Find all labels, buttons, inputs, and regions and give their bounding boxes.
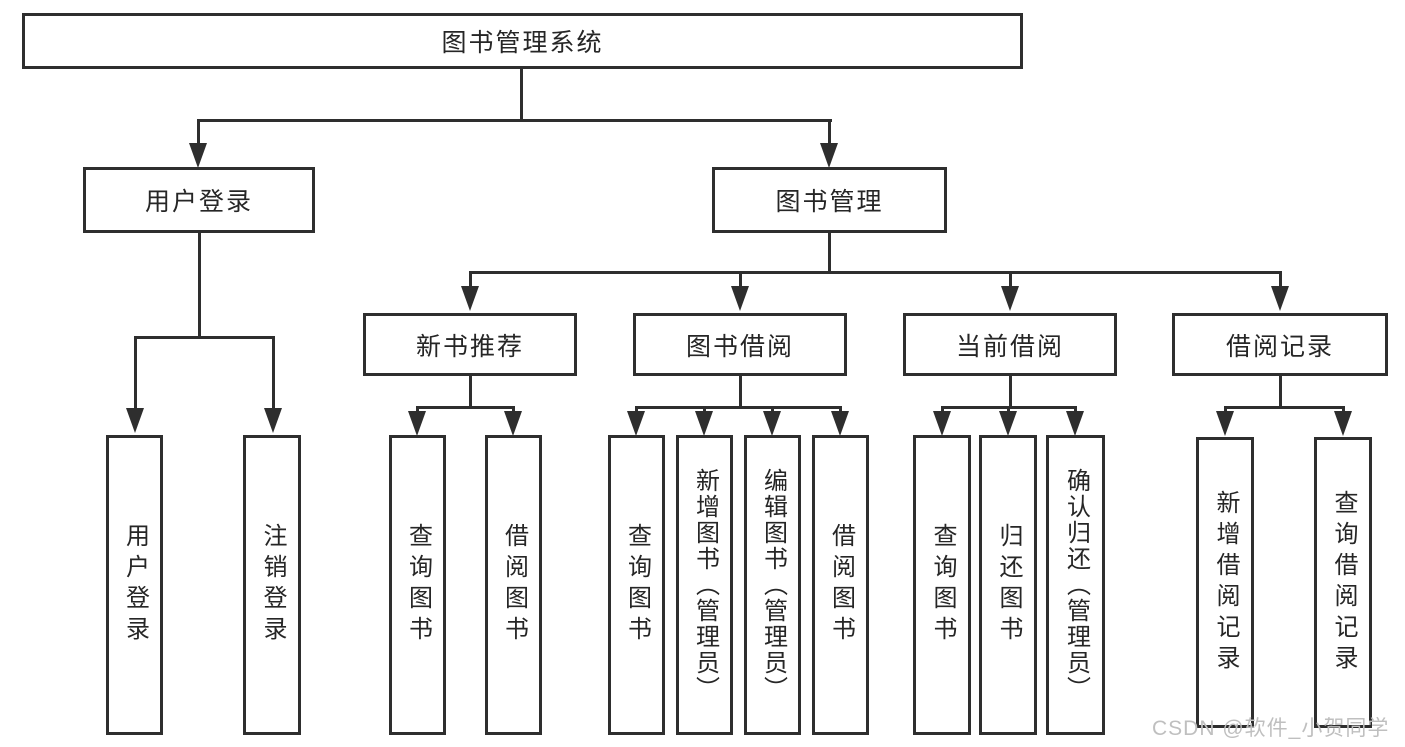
leaf-add-books-admin-label: 新增图书（管理员） <box>691 468 719 702</box>
arrowhead-down <box>408 411 426 436</box>
leaf-query-books-1: 查询图书 <box>389 435 446 735</box>
connector-stem <box>839 406 842 414</box>
connector-root-trunk <box>520 69 523 119</box>
connector-stem <box>1224 406 1227 414</box>
arrowhead-down <box>1216 411 1234 436</box>
connector-stem <box>1074 406 1077 414</box>
connector-user-login-trunk <box>198 233 201 336</box>
leaf-query-books-2: 查询图书 <box>608 435 665 735</box>
connector-book-borrow-split <box>635 406 842 409</box>
connector-stem-book-mgmt <box>828 119 831 145</box>
node-borrowing-records: 借阅记录 <box>1172 313 1388 376</box>
connector-stem <box>703 406 706 414</box>
arrowhead-down <box>461 286 479 311</box>
connector-stem <box>771 406 774 414</box>
arrowhead-down <box>731 286 749 311</box>
leaf-edit-books-admin-label: 编辑图书（管理员） <box>759 468 787 702</box>
connector-current-borrow-trunk <box>1009 376 1012 408</box>
leaf-logout-label: 注销登录 <box>259 523 286 647</box>
connector-stem <box>416 406 419 414</box>
node-book-borrowing-label: 图书借阅 <box>685 332 794 361</box>
connector-book-mgmt-split <box>469 271 1282 274</box>
node-root-label: 图书管理系统 <box>441 29 604 57</box>
leaf-query-borrow-record-label: 查询借阅记录 <box>1330 489 1357 676</box>
connector-stem <box>1342 406 1345 414</box>
connector-stem-logout-leaf <box>272 336 275 410</box>
connector-stem-new-book <box>469 271 472 287</box>
leaf-return-books: 归还图书 <box>979 435 1037 735</box>
connector-new-book-split <box>416 406 515 409</box>
arrowhead-down <box>1334 411 1352 436</box>
arrowhead-down <box>1001 286 1019 311</box>
leaf-borrow-books-2: 借阅图书 <box>812 435 869 735</box>
leaf-borrow-books-1-label: 借阅图书 <box>500 523 528 647</box>
leaf-add-borrow-record-label: 新增借阅记录 <box>1212 489 1239 676</box>
node-new-book-recommend-label: 新书推荐 <box>415 332 524 361</box>
leaf-query-books-2-label: 查询图书 <box>623 523 651 647</box>
arrowhead-down <box>126 408 144 433</box>
arrowhead-down <box>1066 411 1084 436</box>
node-current-borrowing-label: 当前借阅 <box>955 332 1064 361</box>
leaf-query-books-3: 查询图书 <box>913 435 971 735</box>
connector-user-login-split <box>134 336 275 339</box>
connector-stem-book-borrow <box>739 271 742 287</box>
csdn-watermark: CSDN @软件_小贺同学 <box>1152 717 1390 740</box>
connector-stem <box>512 406 515 414</box>
leaf-confirm-return-admin: 确认归还（管理员） <box>1046 435 1105 735</box>
arrowhead-down <box>695 411 713 436</box>
leaf-add-borrow-record: 新增借阅记录 <box>1196 437 1254 728</box>
node-user-login-label: 用户登录 <box>144 188 253 216</box>
leaf-borrow-books-1: 借阅图书 <box>485 435 542 735</box>
leaf-logout: 注销登录 <box>243 435 301 735</box>
leaf-query-books-1-label: 查询图书 <box>404 523 432 647</box>
arrowhead-down <box>189 143 207 168</box>
arrowhead-down <box>1271 286 1289 311</box>
connector-stem <box>1007 406 1010 414</box>
arrowhead-down <box>504 411 522 436</box>
node-book-borrowing: 图书借阅 <box>633 313 847 376</box>
connector-new-book-trunk <box>469 376 472 408</box>
leaf-user-login-label: 用户登录 <box>121 523 149 647</box>
connector-borrow-record-trunk <box>1279 376 1282 408</box>
leaf-borrow-books-2-label: 借阅图书 <box>827 523 855 647</box>
node-book-management-label: 图书管理 <box>775 188 884 216</box>
arrowhead-down <box>820 143 838 168</box>
connector-borrow-record-split <box>1224 406 1345 409</box>
connector-stem-borrow-record <box>1279 271 1282 287</box>
leaf-query-borrow-record: 查询借阅记录 <box>1314 437 1372 728</box>
node-user-login: 用户登录 <box>83 167 315 233</box>
leaf-query-books-3-label: 查询图书 <box>929 523 956 647</box>
arrowhead-down <box>763 411 781 436</box>
arrowhead-down <box>627 411 645 436</box>
connector-book-borrow-trunk <box>739 376 742 408</box>
arrowhead-down <box>264 408 282 433</box>
node-new-book-recommend: 新书推荐 <box>363 313 577 376</box>
connector-stem <box>635 406 638 414</box>
connector-stem <box>941 406 944 414</box>
connector-stem-user-login <box>197 119 200 145</box>
leaf-return-books-label: 归还图书 <box>995 523 1022 647</box>
connector-book-mgmt-trunk <box>828 233 831 273</box>
connector-stem-current-borrow <box>1009 271 1012 287</box>
leaf-user-login: 用户登录 <box>106 435 163 735</box>
arrowhead-down <box>831 411 849 436</box>
arrowhead-down <box>999 411 1017 436</box>
leaf-edit-books-admin: 编辑图书（管理员） <box>744 435 801 735</box>
node-book-management: 图书管理 <box>712 167 947 233</box>
connector-stem-login-leaf <box>134 336 137 410</box>
arrowhead-down <box>933 411 951 436</box>
node-root: 图书管理系统 <box>22 13 1023 69</box>
node-borrowing-records-label: 借阅记录 <box>1225 332 1334 361</box>
leaf-confirm-return-admin-label: 确认归还（管理员） <box>1062 468 1090 702</box>
leaf-add-books-admin: 新增图书（管理员） <box>676 435 733 735</box>
node-current-borrowing: 当前借阅 <box>903 313 1117 376</box>
connector-root-split <box>197 119 832 122</box>
